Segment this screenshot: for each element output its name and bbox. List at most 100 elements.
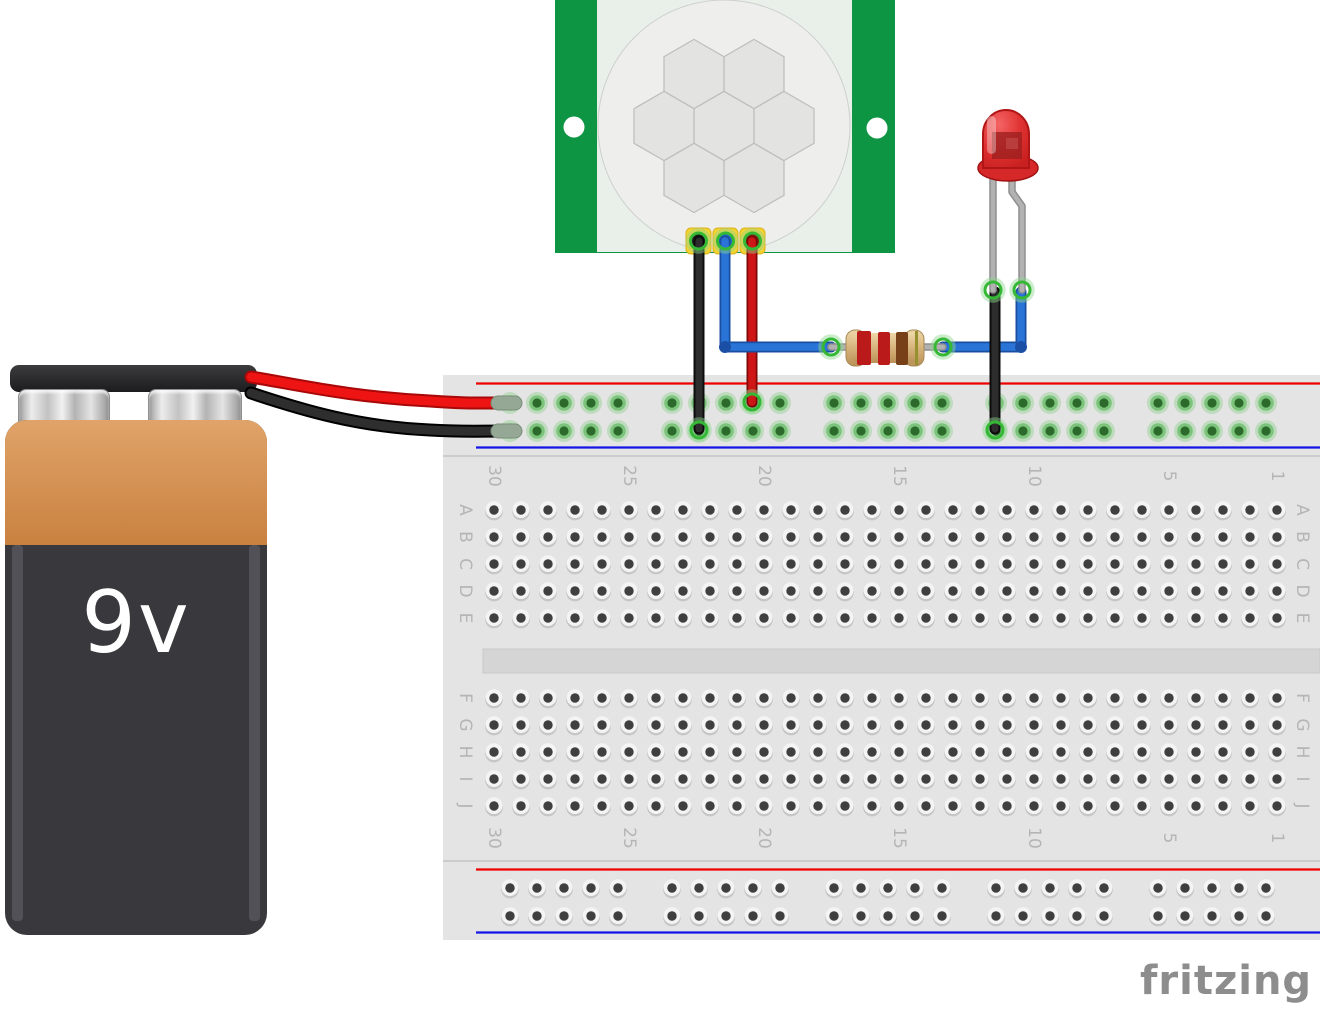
breadboard-hole xyxy=(771,879,789,899)
breadboard-hole xyxy=(620,743,638,763)
wire-blue-resistor-to-led[interactable] xyxy=(937,286,1027,353)
breadboard-hole xyxy=(1230,907,1248,927)
breadboard-hole xyxy=(1133,555,1151,575)
breadboard-hole xyxy=(539,716,557,736)
wire-bendpoint[interactable] xyxy=(1015,341,1027,353)
connection-point xyxy=(739,389,765,415)
breadboard-hole xyxy=(782,582,800,602)
breadboard-hole xyxy=(728,716,746,736)
breadboard-hole xyxy=(1052,528,1070,548)
breadboard-hole xyxy=(998,582,1016,602)
breadboard-hole xyxy=(1025,743,1043,763)
black-lead-tip xyxy=(490,423,523,439)
breadboard-hole xyxy=(944,555,962,575)
breadboard-hole xyxy=(539,501,557,521)
breadboard-hole xyxy=(1214,609,1232,629)
power-rail-hole xyxy=(823,392,845,414)
breadboard-hole xyxy=(998,743,1016,763)
power-rail-hole xyxy=(1174,392,1196,414)
power-rail-hole xyxy=(850,392,872,414)
breadboard-hole xyxy=(1268,555,1286,575)
connection-point xyxy=(685,228,712,254)
breadboard-hole xyxy=(1052,689,1070,709)
breadboard-hole xyxy=(728,770,746,790)
breadboard-hole xyxy=(555,907,573,927)
breadboard-hole xyxy=(998,555,1016,575)
breadboard-hole xyxy=(1068,879,1086,899)
breadboard-label: 10 xyxy=(1024,465,1044,487)
power-rail-hole xyxy=(877,420,899,442)
breadboard-hole xyxy=(987,907,1005,927)
breadboard-hole xyxy=(620,555,638,575)
breadboard-hole xyxy=(987,879,1005,899)
breadboard-hole xyxy=(836,555,854,575)
breadboard-hole xyxy=(1052,582,1070,602)
breadboard-hole xyxy=(809,582,827,602)
breadboard-hole xyxy=(1041,907,1059,927)
battery-black-lead[interactable] xyxy=(244,386,523,439)
led-red[interactable] xyxy=(977,109,1039,294)
breadboard-hole xyxy=(1187,528,1205,548)
breadboard-hole xyxy=(836,582,854,602)
breadboard-hole xyxy=(755,743,773,763)
breadboard-hole xyxy=(809,528,827,548)
breadboard-hole xyxy=(1241,770,1259,790)
breadboard-hole xyxy=(485,555,503,575)
breadboard-hole xyxy=(1106,528,1124,548)
breadboard-hole xyxy=(933,907,951,927)
breadboard-hole xyxy=(906,879,924,899)
breadboard-hole xyxy=(809,743,827,763)
breadboard-hole xyxy=(863,743,881,763)
power-rail-hole xyxy=(823,420,845,442)
breadboard-hole xyxy=(539,609,557,629)
led-highlight xyxy=(987,116,996,154)
breadboard-hole xyxy=(1068,907,1086,927)
breadboard-hole xyxy=(1133,609,1151,629)
breadboard-hole xyxy=(717,879,735,899)
battery-red-lead[interactable] xyxy=(244,370,523,411)
breadboard-hole xyxy=(852,907,870,927)
breadboard-hole xyxy=(728,743,746,763)
breadboard-hole xyxy=(485,770,503,790)
breadboard-hole xyxy=(782,609,800,629)
breadboard-hole xyxy=(1230,879,1248,899)
breadboard-hole xyxy=(512,743,530,763)
breadboard-hole xyxy=(1241,501,1259,521)
breadboard-hole xyxy=(944,582,962,602)
breadboard-label: A xyxy=(1292,504,1312,516)
connection-indicators xyxy=(685,228,1035,443)
breadboard-hole xyxy=(1214,797,1232,817)
breadboard-hole xyxy=(1106,501,1124,521)
breadboard-hole xyxy=(1079,797,1097,817)
breadboard-label: 1 xyxy=(1267,833,1287,844)
breadboard-hole xyxy=(485,528,503,548)
battery-9v[interactable]: 9v xyxy=(5,363,267,935)
pir-mounting-hole-left xyxy=(563,116,585,138)
breadboard-hole xyxy=(485,797,503,817)
wire-blue-pir-to-resistor[interactable] xyxy=(719,235,837,353)
breadboard-hole xyxy=(728,582,746,602)
breadboard-hole xyxy=(998,501,1016,521)
power-rail-hole xyxy=(769,392,791,414)
breadboard-hole xyxy=(593,689,611,709)
breadboard-hole xyxy=(566,501,584,521)
breadboard-hole xyxy=(863,770,881,790)
breadboard-hole xyxy=(690,907,708,927)
breadboard-hole xyxy=(782,716,800,736)
breadboard-label: B xyxy=(455,531,475,543)
resistor-220ohm[interactable] xyxy=(827,329,947,367)
breadboard-hole xyxy=(1052,609,1070,629)
breadboard-hole xyxy=(593,582,611,602)
breadboard-label: 1 xyxy=(1267,471,1287,482)
breadboard-hole xyxy=(1079,689,1097,709)
battery-side-stripe-left xyxy=(12,545,23,921)
wire-bendpoint[interactable] xyxy=(719,341,731,353)
breadboard-hole xyxy=(890,770,908,790)
battery-side-stripe-right xyxy=(249,545,260,921)
breadboard-hole xyxy=(1106,689,1124,709)
led-die-notch xyxy=(1006,138,1018,149)
pir-motion-sensor[interactable] xyxy=(555,0,895,255)
power-rail-hole xyxy=(1012,420,1034,442)
